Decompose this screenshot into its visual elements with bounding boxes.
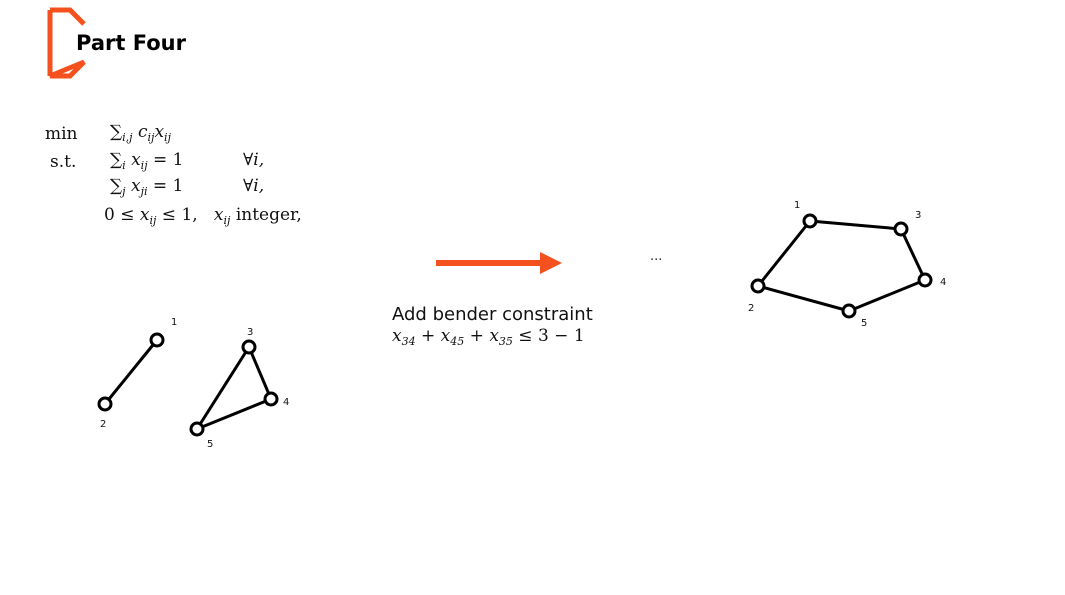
edge-2-1 — [756, 220, 812, 287]
node-1 — [802, 213, 818, 229]
bounds-row: 0 ≤ xij ≤ 1, xij integer, — [104, 205, 302, 227]
arrow-icon — [436, 252, 562, 274]
edge-1-3 — [809, 219, 902, 231]
right-graph: 1 2 3 4 5 — [748, 200, 946, 329]
left-graph: 1 2 3 4 5 — [97, 317, 289, 450]
node-3 — [241, 339, 257, 355]
node-label-2: 2 — [748, 303, 754, 314]
constraint-row-in: ∑j xji = 1 — [110, 176, 184, 198]
node-label-4: 4 — [283, 397, 289, 408]
node-5 — [841, 303, 857, 319]
edge-3-4 — [899, 228, 927, 281]
node-4 — [917, 272, 933, 288]
node-3 — [893, 221, 909, 237]
constraint-caption: Add bender constraint — [392, 304, 593, 325]
bracket-logo-icon — [47, 7, 86, 79]
node-label-1: 1 — [794, 200, 800, 211]
node-label-4: 4 — [940, 277, 946, 288]
node-1 — [149, 332, 165, 348]
edge-4-5 — [196, 397, 272, 431]
node-2 — [97, 396, 113, 412]
edge-3-4 — [247, 346, 273, 400]
node-5 — [189, 421, 205, 437]
slide-title: Part Four — [76, 31, 186, 55]
edge-1-2 — [103, 339, 159, 405]
node-4 — [263, 391, 279, 407]
objective-expression: ∑i,j cijxij — [110, 122, 171, 144]
ellipsis: ... — [650, 249, 663, 264]
node-label-1: 1 — [171, 317, 177, 328]
node-label-5: 5 — [207, 439, 213, 450]
node-label-5: 5 — [861, 318, 867, 329]
node-label-3: 3 — [247, 327, 253, 338]
node-label-3: 3 — [915, 210, 921, 221]
min-label: min — [45, 124, 78, 144]
edge-5-3 — [195, 346, 251, 430]
st-label: s.t. — [50, 152, 77, 172]
node-2 — [750, 278, 766, 294]
quantifier-1: ∀i, — [243, 150, 265, 170]
quantifier-2: ∀i, — [243, 176, 265, 196]
node-label-2: 2 — [100, 419, 106, 430]
edge-4-5 — [848, 278, 926, 313]
bender-constraint: x34 + x45 + x35 ≤ 3 − 1 — [392, 326, 585, 348]
constraint-row-out: ∑i xij = 1 — [110, 150, 184, 172]
edge-5-2 — [757, 284, 850, 313]
